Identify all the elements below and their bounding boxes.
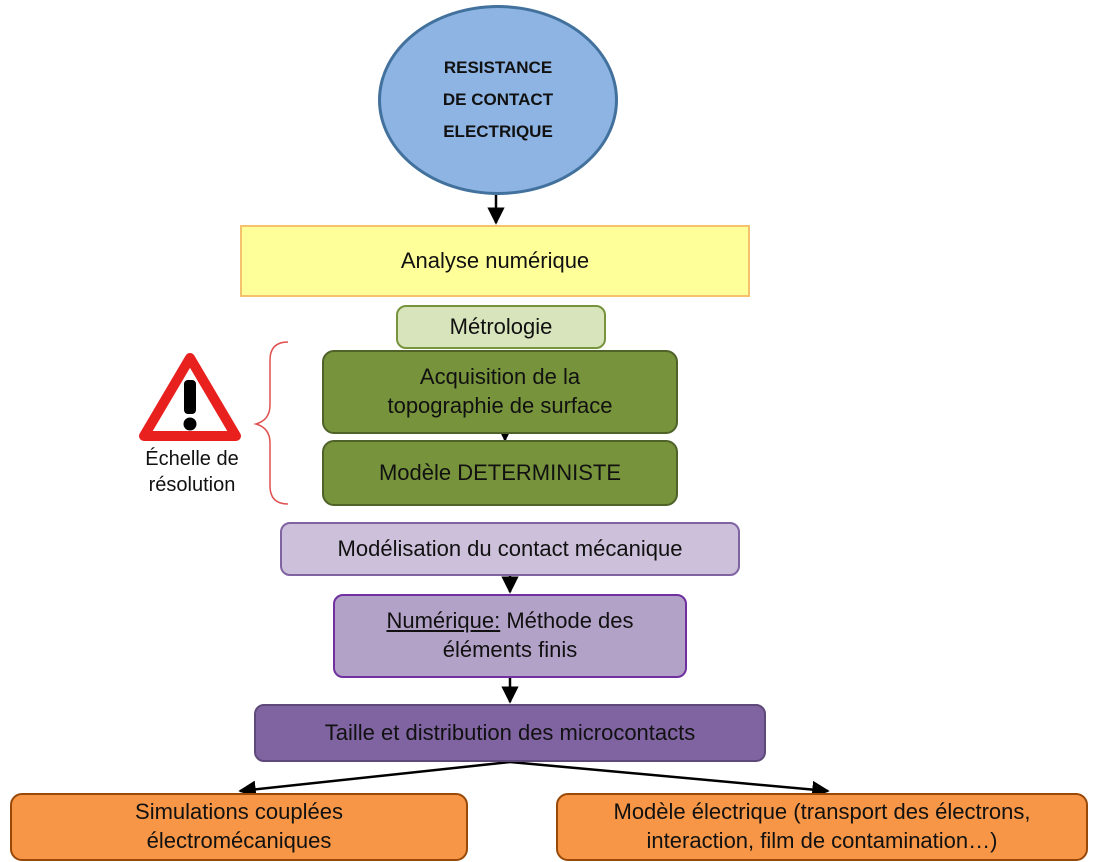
arrow-taille-to-modele-electrique [509,760,830,799]
analyse-label: Analyse numérique [400,247,590,273]
modele-electrique-box: Modèle électrique (transport des électro… [556,793,1088,861]
numerique-box: Numérique: Méthode des éléments finis [333,594,687,678]
metrologie-label: Métrologie [449,313,553,339]
modele-deterministe-label: Modèle DETERMINISTE [378,459,622,485]
numerique-line-1: Numérique: Méthode des [386,607,633,636]
curly-bracket [253,341,289,505]
metrologie-box: Métrologie [396,305,606,349]
simulations-line-2: électromécaniques [146,828,332,853]
resistance-contact-ellipse: RESISTANCE DE CONTACT ELECTRIQUE [378,5,618,195]
ellipse-line-2: DE CONTACT [442,89,554,109]
acquisition-line-1: Acquisition de la [419,364,581,390]
acquisition-line-2: topographie de surface [387,393,613,418]
modele-electrique-line-2: interaction, film de contamination…) [646,828,998,853]
numerique-rest: Méthode des [500,608,634,634]
simulations-box: Simulations couplées électromécaniques [10,793,468,861]
modele-deterministe-box: Modèle DETERMINISTE [322,440,678,506]
ellipse-line-1: RESISTANCE [443,57,553,77]
modelisation-label: Modélisation du contact mécanique [337,535,683,561]
numerique-line-2: éléments finis [442,637,578,662]
echelle-resolution-label: Échelle de résolution [128,446,256,498]
echelle-line-2: résolution [148,474,236,496]
acquisition-box: Acquisition de la topographie de surface [322,350,678,434]
taille-label: Taille et distribution des microcontacts [324,719,696,745]
echelle-line-1: Échelle de [145,448,239,470]
analyse-numerique-box: Analyse numérique [240,225,750,297]
modele-electrique-line-1: Modèle électrique (transport des électro… [613,799,1031,825]
numerique-prefix: Numérique: [386,608,501,634]
taille-box: Taille et distribution des microcontacts [254,704,766,762]
simulations-line-1: Simulations couplées [135,799,343,825]
ellipse-line-3: ELECTRIQUE [443,122,553,142]
arrow-taille-to-simulations [238,760,511,799]
warning-triangle-icon [139,353,241,441]
modelisation-box: Modélisation du contact mécanique [280,522,740,576]
